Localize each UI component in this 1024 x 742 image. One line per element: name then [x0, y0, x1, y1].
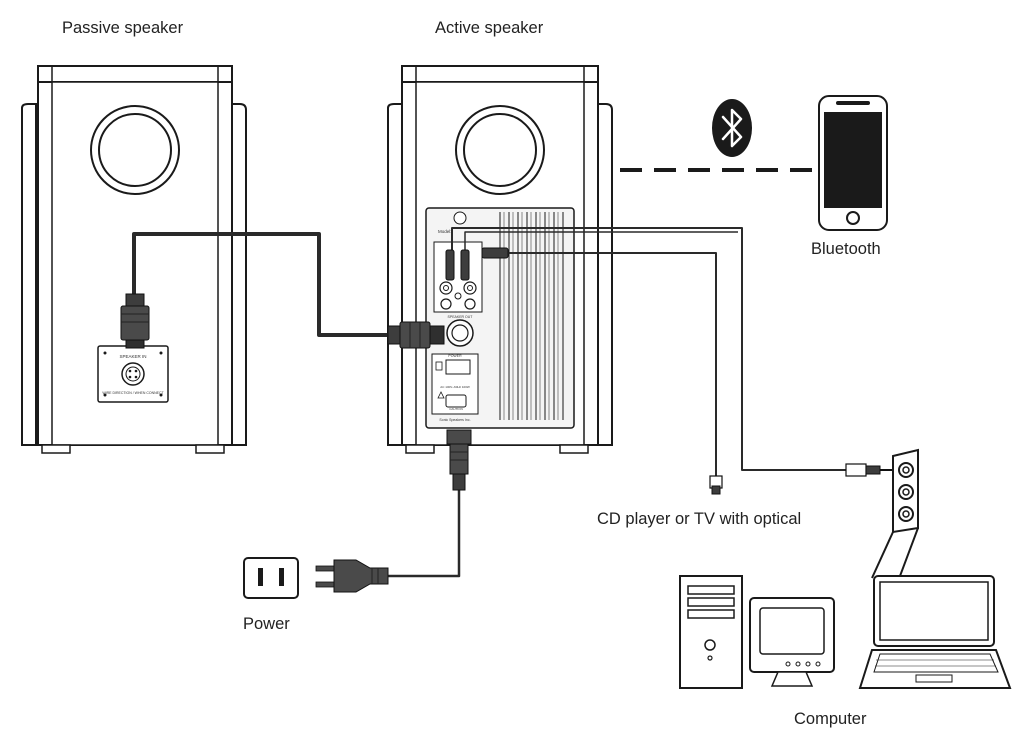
cd-player-label: CD player or TV with optical [597, 510, 802, 528]
aux-cable [451, 227, 848, 471]
active-speaker [387, 65, 613, 454]
aux-plug-end [845, 463, 892, 477]
wall-outlet-icon [243, 557, 299, 599]
caution-text: CAUTION [449, 407, 463, 411]
active-speaker-label: Active speaker [435, 19, 544, 37]
passive-speaker-label: Passive speaker [62, 19, 184, 37]
speaker-out-text: SPEAKER OUT [448, 315, 474, 319]
laptop-icon [858, 575, 1012, 689]
ac-spec-text: AC 100V~60Hz 100W [440, 385, 470, 389]
maker-text: Sonic Speakers Inc. [439, 418, 470, 422]
crt-monitor-icon [749, 597, 835, 687]
speaker-out-plug [387, 321, 445, 349]
rca-plugs [445, 249, 470, 281]
smartphone-icon [818, 95, 888, 231]
power-cable [388, 490, 461, 578]
optical-plug-panel [481, 247, 509, 259]
passive-speaker-in-text: SPEAKER IN [119, 354, 146, 359]
passive-notice-text: WIRE DIRECTION / WHEN CONNECT [102, 391, 164, 395]
passive-speaker-plug [120, 293, 150, 349]
bluetooth-label: Bluetooth [811, 240, 881, 258]
bluetooth-icon [712, 99, 752, 157]
optical-plug-end [709, 475, 723, 495]
computer-label: Computer [794, 710, 867, 728]
speaker-cable [132, 232, 392, 337]
model-text: Model: [438, 229, 452, 234]
optical-cable [507, 252, 717, 478]
power-panel-text: POWER [448, 354, 462, 358]
audio-jack-panel-icon [871, 448, 919, 579]
power-label: Power [243, 615, 290, 633]
iec-plug [446, 429, 472, 491]
desktop-tower-icon [679, 575, 743, 689]
power-plug-icon [315, 559, 389, 593]
